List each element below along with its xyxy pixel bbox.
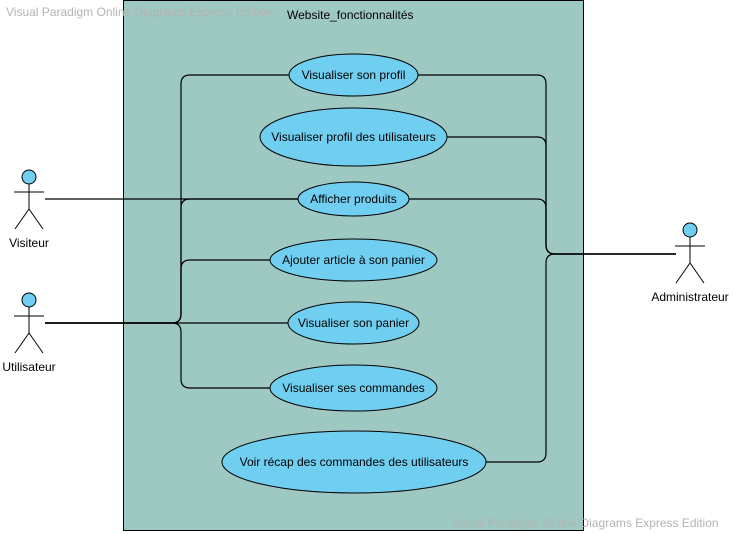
use-case-label: Visualiser son panier bbox=[298, 316, 409, 330]
actor-visiteur[interactable]: Visiteur bbox=[9, 169, 49, 250]
actor-label: Visiteur bbox=[9, 236, 49, 250]
use-case-visualiser-son-panier[interactable]: Visualiser son panier bbox=[287, 301, 420, 345]
use-case-visualiser-son-profil[interactable]: Visualiser son profil bbox=[288, 53, 419, 97]
associations-administrateur bbox=[409, 74, 676, 463]
actor-head bbox=[682, 222, 698, 238]
watermark-top: Visual Paradigm Online Diagrams Express … bbox=[6, 5, 273, 19]
use-case-label: Ajouter article à son panier bbox=[282, 253, 425, 267]
use-case-afficher-produits[interactable]: Afficher produits bbox=[297, 181, 410, 217]
system-title: Website_fonctionnalités bbox=[287, 8, 414, 22]
actor-utilisateur[interactable]: Utilisateur bbox=[2, 292, 56, 374]
actor-head bbox=[21, 169, 37, 185]
watermark-bottom: Visual Paradigm Online Diagrams Express … bbox=[452, 516, 719, 530]
assoc-admin-afficher-produits bbox=[409, 198, 676, 255]
use-case-visualiser-ses-commandes[interactable]: Visualiser ses commandes bbox=[269, 364, 438, 412]
use-case-label: Voir récap des commandes des utilisateur… bbox=[240, 455, 469, 469]
use-case-ajouter-article-panier[interactable]: Ajouter article à son panier bbox=[269, 238, 438, 282]
actor-administrateur[interactable]: Administrateur bbox=[651, 222, 729, 304]
actor-label: Administrateur bbox=[651, 290, 728, 304]
actor-label: Utilisateur bbox=[2, 360, 55, 374]
use-case-label: Visualiser son profil bbox=[302, 68, 406, 82]
use-case-label: Visualiser profil des utilisateurs bbox=[271, 130, 436, 144]
use-case-visualiser-profil-utilisateurs[interactable]: Visualiser profil des utilisateurs bbox=[259, 107, 448, 167]
associations-utilisateur bbox=[45, 74, 298, 389]
assoc-utilisateur-visualiser-commandes bbox=[45, 322, 270, 389]
assoc-admin-voir-recap bbox=[486, 253, 676, 463]
use-case-label: Visualiser ses commandes bbox=[282, 381, 425, 395]
actor-head bbox=[21, 292, 37, 308]
use-case-label: Afficher produits bbox=[310, 192, 397, 206]
use-case-voir-recap-commandes[interactable]: Voir récap des commandes des utilisateur… bbox=[221, 430, 487, 494]
